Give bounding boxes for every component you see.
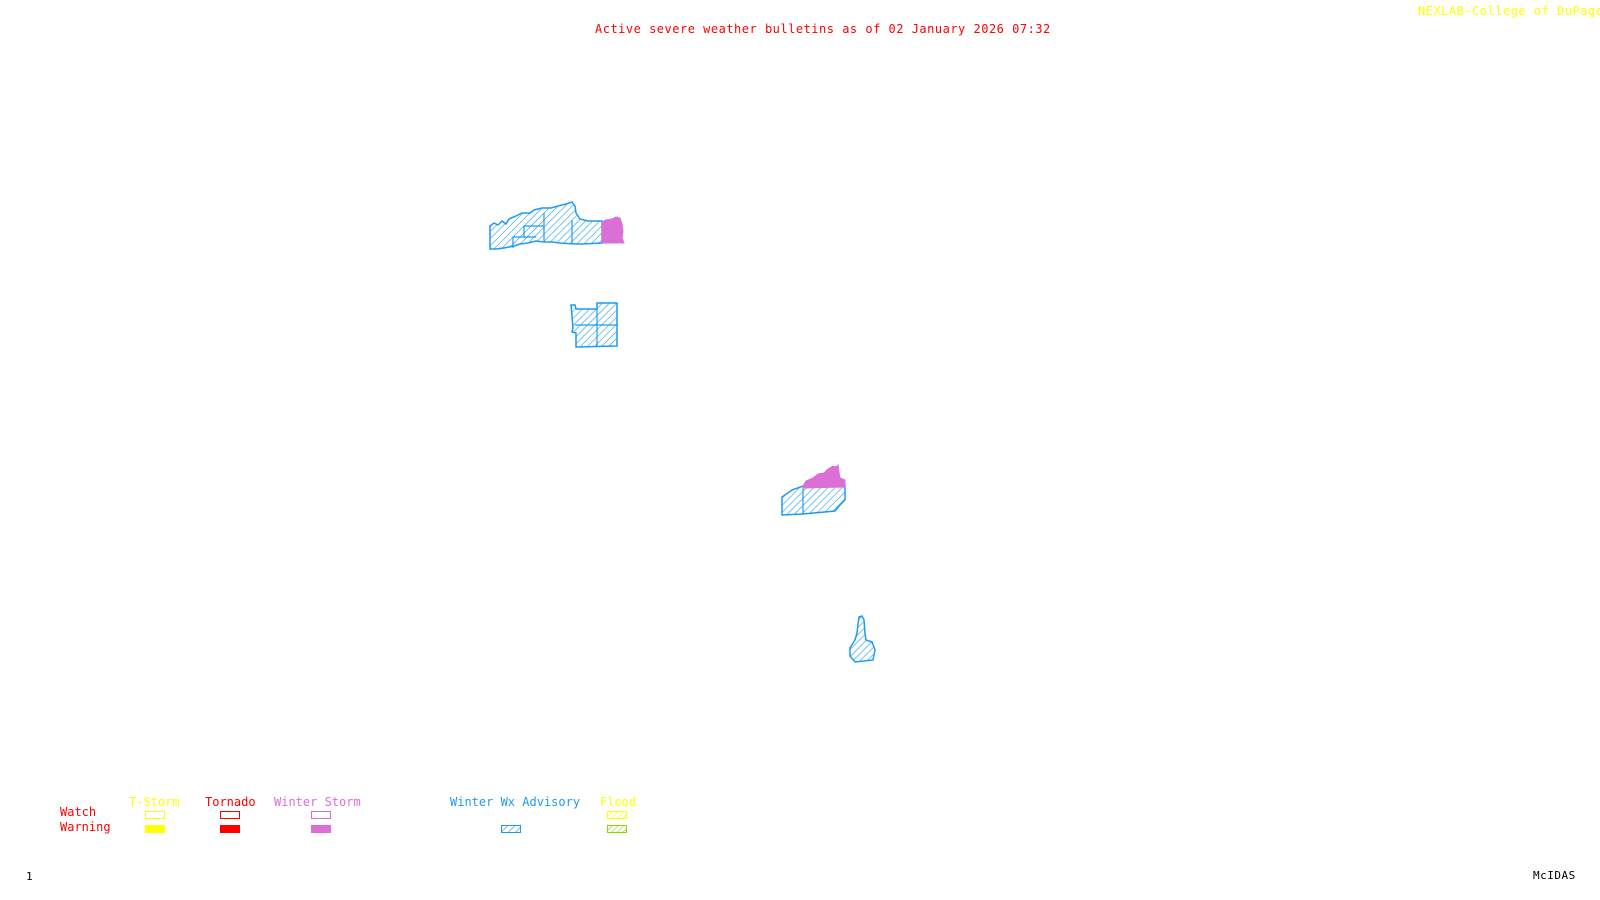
legend-winter-storm-watch-swatch	[311, 811, 331, 819]
alert-area-north-block[interactable]	[570, 302, 618, 348]
legend-tstorm-warning-swatch	[145, 825, 165, 833]
frame-number: 1	[26, 870, 34, 883]
legend-winter-wx-advisory-swatch	[501, 825, 521, 833]
legend-row-warning: Warning	[60, 820, 111, 834]
alert-area-south[interactable]	[849, 615, 876, 663]
legend-tstorm-watch-swatch	[145, 811, 165, 819]
alert-area-north-strip-east[interactable]	[601, 216, 625, 244]
legend-tornado-warning-swatch	[220, 825, 240, 833]
alert-area-north-strip[interactable]	[489, 201, 603, 250]
map-title: Active severe weather bulletins as of 02…	[595, 22, 1051, 36]
credit-label: NEXLAB-College of DuPage⮯	[1418, 4, 1600, 18]
legend-label-winter-storm: Winter Storm	[274, 795, 361, 809]
legend-flood-warning-swatch	[607, 825, 627, 833]
alert-area-central[interactable]	[781, 485, 846, 516]
alert-area-central-north[interactable]	[802, 463, 846, 489]
legend-label-tornado: Tornado	[205, 795, 256, 809]
legend-row-watch: Watch	[60, 805, 97, 819]
legend-label-flood: Flood	[600, 795, 637, 809]
legend-label-tstorm: T-Storm	[129, 795, 180, 809]
legend-flood-watch-swatch	[607, 811, 627, 819]
software-label: McIDAS	[1533, 869, 1576, 882]
legend-tornado-watch-swatch	[220, 811, 240, 819]
credit-text: NEXLAB-College of DuPage	[1418, 4, 1600, 18]
legend-winter-storm-warning-swatch	[311, 825, 331, 833]
legend-label-winter-wx-advisory: Winter Wx Advisory	[450, 795, 581, 809]
